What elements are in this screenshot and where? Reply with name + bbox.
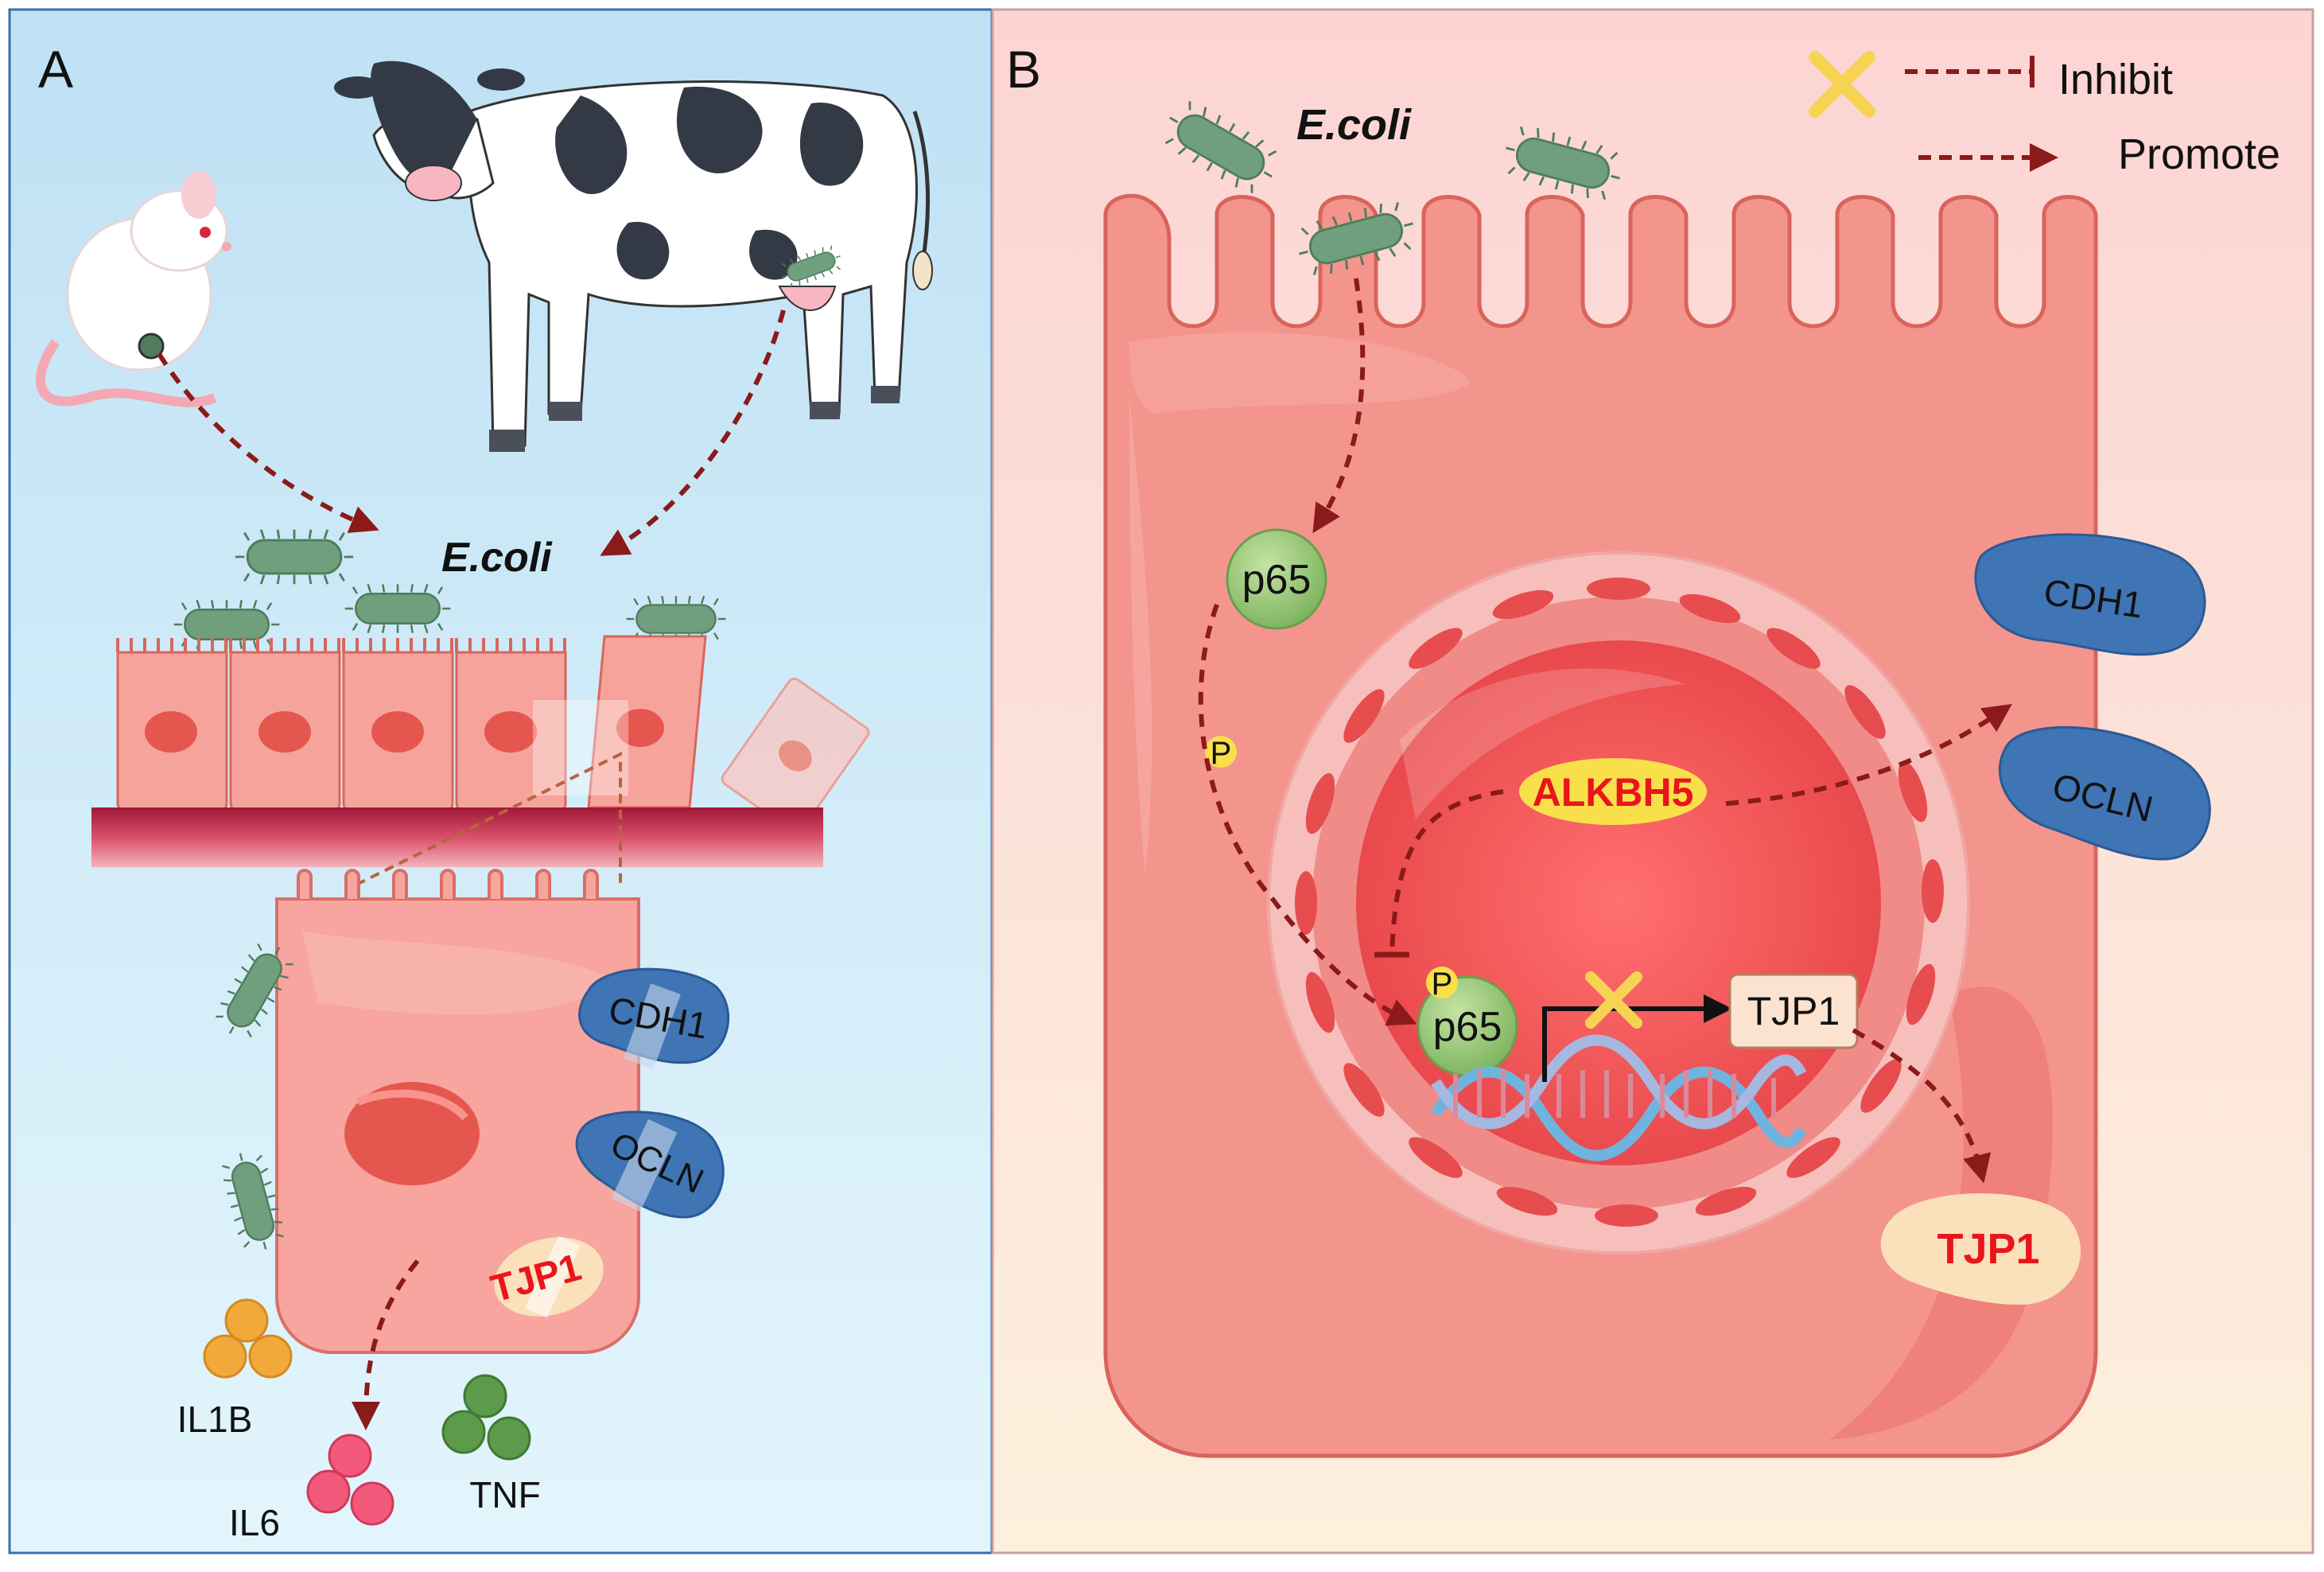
zoom-lines (356, 751, 622, 886)
p65-label-cyto: p65 (1242, 557, 1312, 603)
tnf-cluster (441, 1374, 531, 1461)
dna-helix (1431, 1034, 1807, 1161)
mouse-illustration (36, 171, 231, 407)
transcription-arrow (1542, 994, 1732, 1082)
tjp1-gene-box: TJP1 (1728, 973, 1859, 1049)
basement-membrane (91, 807, 823, 867)
tjp1-label-b: TJP1 (1937, 1225, 2039, 1273)
il1b-label: IL1B (177, 1399, 253, 1440)
ecoli-label-b: E.coli (1296, 101, 1412, 149)
il1b-cluster (203, 1298, 293, 1379)
phospho-badge (1205, 736, 1237, 768)
ecoli-label-a: E.coli (441, 535, 553, 581)
legend-promote-label: Promote (2118, 130, 2280, 178)
cross-icon (1809, 51, 1875, 118)
tjp1-gene-label: TJP1 (1747, 989, 1840, 1033)
arrow-p65-translocation (1198, 603, 1417, 1026)
cdh1-protein-b: CDH1 (1974, 533, 2206, 656)
ocln-protein-b: OCLN (1998, 726, 2211, 861)
arrow-mouse-to-ecoli (157, 352, 379, 534)
il6-label: IL6 (229, 1502, 280, 1543)
p65-label-nuclear: p65 (1433, 1004, 1502, 1050)
p65-cytoplasm: p65 (1226, 528, 1327, 630)
legend-inhibit-label: Inhibit (2058, 56, 2173, 103)
panel-b: B Inhibit Promote E.coli (991, 8, 2314, 1554)
tnf-label: TNF (469, 1474, 540, 1516)
il6-cluster (306, 1434, 394, 1526)
tjp1-protein-a: TJP1 (487, 1235, 604, 1318)
phospho-label-nuclear: P (1432, 967, 1453, 1002)
alkbh5-label: ALKBH5 (1533, 770, 1694, 815)
cdh1-protein-a: CDH1 (578, 967, 729, 1069)
arrow-tjp1-expression (1852, 1028, 1992, 1184)
arrow-alkbh5-to-cdh1 (1725, 703, 2012, 806)
panel-b-label: B (1006, 40, 1041, 99)
epithelial-layer (91, 635, 870, 867)
panel-a-label: A (38, 40, 73, 99)
tjp1-protein-b: TJP1 (1880, 1193, 2081, 1305)
cross-icon (1585, 971, 1642, 1029)
alkbh5-node: ALKBH5 (1519, 758, 1707, 825)
legend: Inhibit Promote (1809, 51, 2280, 178)
cow-illustration (334, 60, 933, 452)
arrow-cytokine-release (352, 1259, 420, 1430)
phospho-label-cyto: P (1211, 736, 1232, 771)
nucleus (344, 1082, 480, 1185)
ocln-protein-a: OCLN (575, 1111, 725, 1219)
inhibit-alkbh5-to-p65 (1389, 789, 1504, 955)
arrow-cow-to-ecoli (600, 309, 786, 556)
panel-a: A (8, 8, 993, 1554)
p65-nucleus: p65 P (1417, 967, 1518, 1077)
arrow-ecoli-to-p65 (1312, 278, 1366, 534)
